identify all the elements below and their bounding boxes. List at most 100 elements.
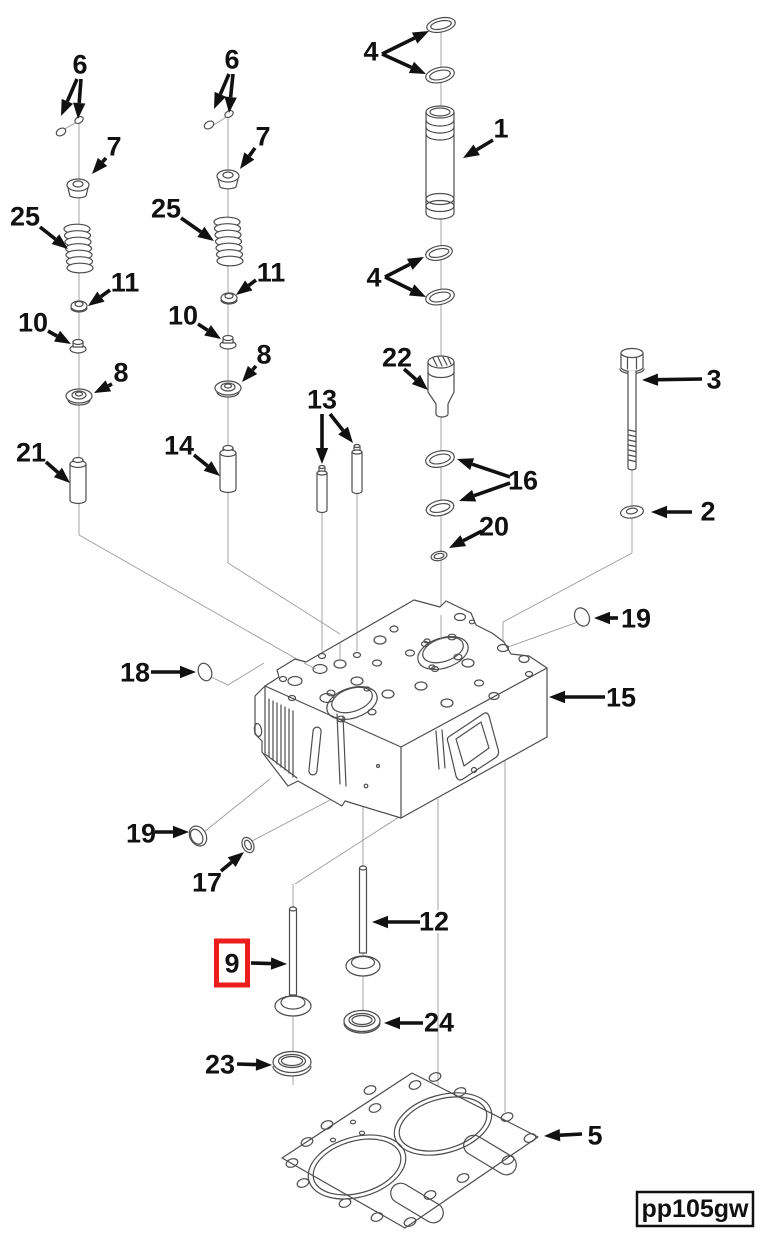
callout-10[interactable]: 10 (18, 308, 71, 345)
injector-cup (427, 355, 455, 418)
valve-guide (69, 456, 87, 505)
callout-23[interactable]: 23 (205, 1050, 272, 1080)
callout-13[interactable]: 13 (307, 385, 353, 465)
callout-24[interactable]: 24 (384, 1008, 454, 1038)
callout-arrowhead (549, 690, 565, 704)
callout-25[interactable]: 25 (10, 202, 68, 250)
callout-22[interactable]: 22 (382, 343, 428, 391)
part-number-label: 19 (621, 604, 651, 634)
callout-arrow-shaft (462, 529, 483, 543)
part-number-label: 4 (363, 37, 378, 67)
callout-arrowhead (197, 226, 214, 241)
callout-6[interactable]: 6 (61, 50, 88, 120)
callout-arrow-shaft (475, 138, 494, 152)
part-number-label: 2 (700, 497, 715, 527)
valve-stem-seal (220, 292, 238, 305)
callout-14[interactable]: 14 (164, 431, 220, 477)
callout-arrowhead (180, 665, 196, 679)
part-number-label: 15 (606, 683, 636, 713)
callout-5[interactable]: 5 (544, 1121, 603, 1151)
callout-21[interactable]: 21 (16, 438, 70, 484)
part-number-label: 14 (164, 431, 194, 461)
part-number-label: 5 (587, 1121, 602, 1151)
callout-arrow-shaft (99, 288, 112, 299)
callout-4[interactable]: 4 (366, 257, 426, 297)
callout-20[interactable]: 20 (449, 512, 509, 549)
callout-11[interactable]: 11 (88, 268, 139, 307)
callout-1[interactable]: 1 (463, 114, 509, 159)
part-number-label: 9 (224, 949, 239, 979)
callout-arrow-shaft (38, 225, 57, 241)
callout-arrow-shaft (402, 367, 418, 381)
callout-arrowhead (315, 448, 329, 464)
head-gasket (281, 1072, 539, 1229)
callout-arrowhead (411, 31, 429, 44)
callout-arrow-shaft (250, 961, 272, 966)
o-ring (425, 66, 455, 84)
callout-19[interactable]: 19 (594, 604, 651, 634)
callout-10[interactable]: 10 (168, 301, 221, 340)
callout-arrowhead (372, 915, 388, 929)
callout-2[interactable]: 2 (651, 497, 716, 527)
part-number-label: 10 (18, 308, 48, 338)
valve-train-center (203, 109, 244, 494)
callout-4[interactable]: 4 (363, 31, 429, 74)
valves (272, 865, 381, 1077)
valve-seat-insert (272, 1050, 312, 1077)
callout-arrow-shaft (197, 322, 209, 332)
callout-arrow-shaft (381, 52, 413, 70)
on-deck-axis-lines (303, 615, 442, 670)
callout-arrowhead (51, 234, 68, 249)
part-number-label: 12 (419, 907, 449, 937)
callout-12[interactable]: 12 (372, 907, 449, 937)
callout-18[interactable]: 18 (120, 658, 196, 688)
callout-arrow-shaft (236, 1062, 257, 1067)
callout-arrow-shaft (65, 78, 79, 103)
part-number-label: 11 (111, 268, 140, 298)
o-ring (425, 450, 455, 468)
callout-arrowhead (457, 458, 475, 471)
part-number-label: 13 (307, 385, 337, 415)
callout-11[interactable]: 11 (236, 258, 285, 296)
valve-seat-insert (343, 1009, 381, 1034)
callout-arrowhead (94, 380, 112, 393)
callout-arrowhead (406, 257, 424, 270)
bolt-washer (619, 505, 645, 519)
callout-8[interactable]: 8 (94, 358, 129, 394)
callout-25[interactable]: 25 (151, 194, 214, 242)
spring-retainer (216, 169, 240, 190)
part-number-label: 19 (126, 819, 156, 849)
part-number-label: 8 (113, 358, 128, 388)
highlight-box (214, 938, 250, 988)
callout-arrowhead (459, 489, 477, 502)
callout-9[interactable]: 9 (214, 938, 288, 988)
callout-6[interactable]: 6 (214, 45, 240, 114)
gasket-slot (390, 1182, 444, 1224)
callout-arrow-shaft (47, 329, 58, 338)
part-number-label: 6 (72, 50, 87, 80)
callout-19[interactable]: 19 (126, 819, 189, 849)
valve-stem-seal (70, 300, 88, 313)
part-number-label: 8 (256, 340, 271, 370)
callout-7[interactable]: 7 (240, 122, 271, 170)
callout-arrow-shaft (228, 73, 235, 98)
callout-arrowhead (203, 461, 220, 476)
callout-15[interactable]: 15 (549, 683, 636, 713)
callout-arrowhead (53, 467, 70, 483)
callout-arrow-shaft (77, 78, 83, 104)
callout-arrow-shaft (247, 146, 257, 158)
gasket-bolt-holes (285, 1072, 537, 1227)
callout-7[interactable]: 7 (92, 132, 122, 175)
callout-8[interactable]: 8 (242, 340, 272, 383)
callout-17[interactable]: 17 (192, 852, 244, 898)
expansion-plug (188, 825, 208, 847)
callout-arrow-shaft (251, 364, 258, 372)
callout-16[interactable]: 16 (457, 458, 538, 502)
part-number-label: 20 (479, 512, 509, 542)
callout-3[interactable]: 3 (642, 365, 722, 395)
callout-arrowhead (270, 957, 287, 970)
figure-code: pp105gw (635, 1190, 755, 1228)
part-number-label: 3 (706, 365, 721, 395)
part-number-label: 24 (424, 1008, 454, 1038)
